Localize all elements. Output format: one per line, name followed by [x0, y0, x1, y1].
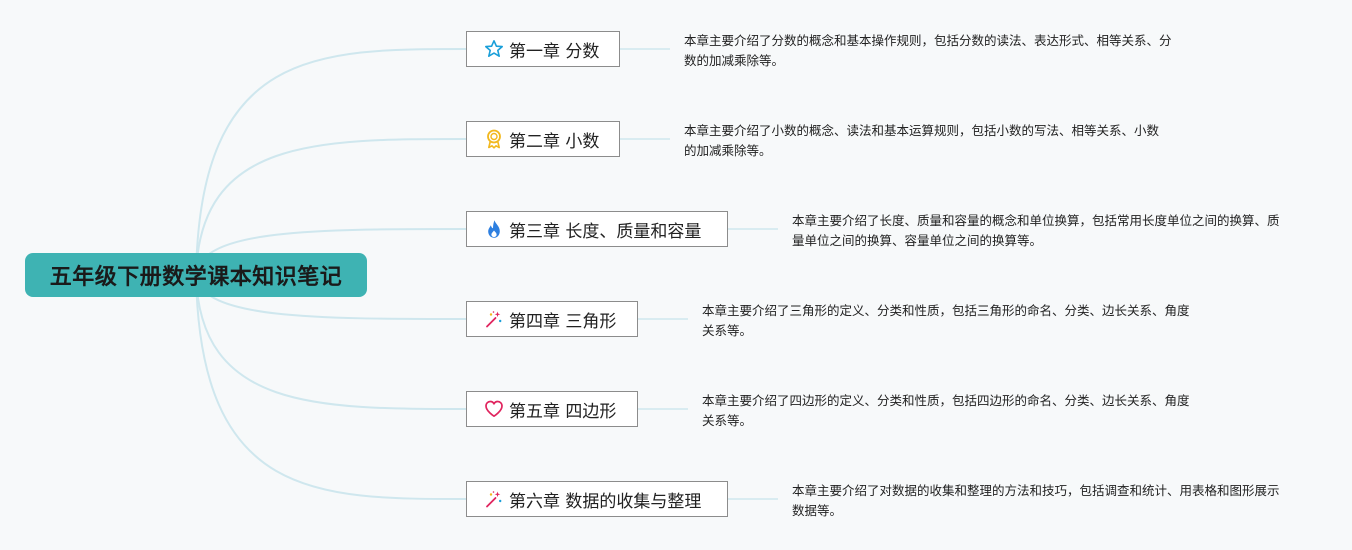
branch-line-6 [195, 274, 467, 500]
chapter-title: 第五章 四边形 [509, 401, 617, 422]
chapter-description-4: 本章主要介绍了三角形的定义、分类和性质，包括三角形的命名、分类、边长关系、角度关… [702, 303, 1190, 338]
heart-icon [484, 399, 504, 419]
root-topic[interactable]: 五年级下册数学课本知识笔记 [25, 253, 367, 297]
chapter-description-2: 本章主要介绍了小数的概念、读法和基本运算规则，包括小数的写法、相等关系、小数的加… [684, 123, 1160, 158]
chapter-node-3[interactable]: 第三章 长度、质量和容量 [466, 211, 728, 247]
chapter-node-4[interactable]: 第四章 三角形 [466, 301, 638, 337]
branch-line-1 [195, 48, 467, 276]
magic-wand-icon [484, 489, 504, 509]
chapter-title: 第六章 数据的收集与整理 [509, 491, 702, 512]
award-medal-icon [484, 129, 504, 149]
branch-line-5 [195, 274, 467, 410]
chapter-description-1: 本章主要介绍了分数的概念和基本操作规则，包括分数的读法、表达形式、相等关系、分数… [684, 33, 1172, 68]
chapter-description-3: 本章主要介绍了长度、质量和容量的概念和单位换算，包括常用长度单位之间的换算、质量… [792, 213, 1280, 248]
magic-wand-icon [484, 309, 504, 329]
chapter-node-5[interactable]: 第五章 四边形 [466, 391, 638, 427]
branch-line-2 [195, 138, 467, 276]
chapter-node-6[interactable]: 第六章 数据的收集与整理 [466, 481, 728, 517]
root-title: 五年级下册数学课本知识笔记 [49, 265, 343, 290]
chapter-description-6: 本章主要介绍了对数据的收集和整理的方法和技巧，包括调查和统计、用表格和图形展示数… [792, 483, 1280, 518]
star-icon [484, 39, 504, 59]
chapter-node-2[interactable]: 第二章 小数 [466, 121, 620, 157]
chapter-title: 第三章 长度、质量和容量 [509, 221, 702, 242]
chapter-node-1[interactable]: 第一章 分数 [466, 31, 620, 67]
chapter-title: 第四章 三角形 [509, 311, 617, 332]
chapter-title: 第二章 小数 [509, 131, 600, 152]
chapter-description-5: 本章主要介绍了四边形的定义、分类和性质，包括四边形的命名、分类、边长关系、角度关… [702, 393, 1190, 428]
flame-icon [484, 219, 504, 239]
chapter-title: 第一章 分数 [509, 41, 600, 62]
